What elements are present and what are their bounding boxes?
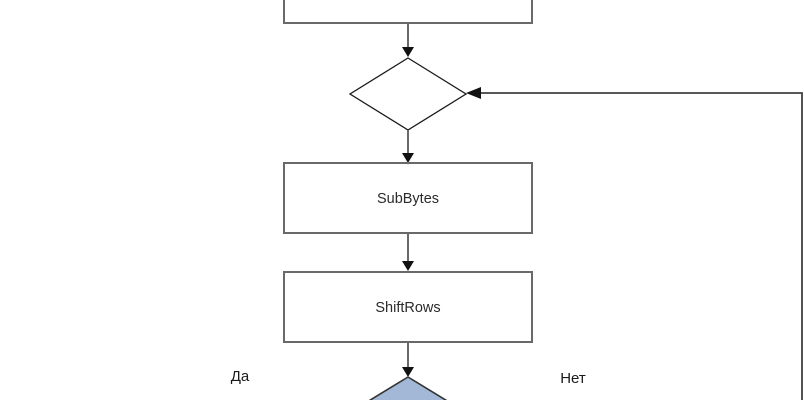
arrowhead-shiftrows-to-bottom-decision <box>402 367 414 377</box>
node-shiftrows-label: ShiftRows <box>375 300 440 316</box>
connector-feedback-loop <box>481 92 803 400</box>
arrowhead-top-to-decision <box>402 47 414 57</box>
node-bottom-decision <box>368 376 448 400</box>
arrowhead-decision-to-subbytes <box>402 153 414 163</box>
node-subbytes-label: SubBytes <box>377 191 439 207</box>
node-loop-decision <box>348 57 468 131</box>
arrowhead-into-loop-decision <box>466 87 481 99</box>
branch-label-no: Нет <box>560 370 586 387</box>
node-subbytes <box>283 162 533 234</box>
node-top-process <box>283 0 533 24</box>
arrowhead-subbytes-to-shiftrows <box>402 261 414 271</box>
node-shiftrows <box>283 271 533 343</box>
branch-label-yes: Да <box>231 368 250 385</box>
